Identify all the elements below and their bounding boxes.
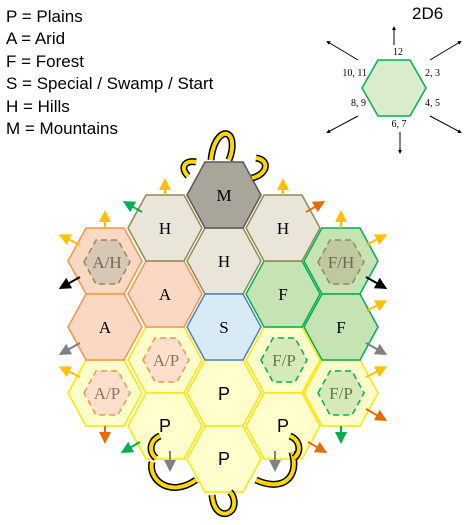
ghost-hex-forest-hills <box>317 239 365 285</box>
hex-hills-top-left <box>127 194 203 262</box>
arrow-green <box>120 441 141 453</box>
hex-labels: M H H H A F S A F A/H F/H A/P F/P A/P F/… <box>92 186 354 469</box>
arrow-gray <box>365 342 388 355</box>
legend-arid: A = Arid <box>6 29 66 49</box>
label-plains-bottom: P <box>218 449 230 469</box>
label-mountain: M <box>216 186 231 205</box>
roll-southwest: 8, 9 <box>351 98 366 109</box>
label-plains-center: P <box>218 384 230 404</box>
label-ghost-forest-plains-inner: F/P <box>272 351 296 370</box>
label-ghost-forest-plains-outer: F/P <box>329 384 353 403</box>
legend-hills: H = Hills <box>6 96 70 116</box>
arrow-black <box>58 276 81 289</box>
label-forest-right: F <box>336 318 345 337</box>
label-hills-top-right: H <box>277 219 289 238</box>
ghost-hex-forest-plains-inner <box>260 337 308 383</box>
roll-northeast: 2, 3 <box>425 68 440 79</box>
label-arid-upper: A <box>159 285 172 304</box>
ghost-hexes <box>83 239 365 416</box>
arrow-gray <box>58 342 81 355</box>
arrow-yellow <box>58 366 81 378</box>
label-arid-left: A <box>99 318 112 337</box>
roll-northwest: 10, 11 <box>342 68 367 79</box>
label-plains-left: P <box>159 416 171 436</box>
label-hills-center: H <box>218 252 230 271</box>
label-ghost-forest-hills: F/H <box>328 253 354 272</box>
hex-arid-left <box>67 293 143 361</box>
dice-direction-key: 12 2, 3 4, 5 6, 7 8, 9 10, 11 <box>326 26 462 154</box>
label-hills-top-left: H <box>159 219 171 238</box>
arrow-orange <box>305 201 326 213</box>
ghost-hex-arid-hills <box>83 239 131 285</box>
hex-plains-bottom <box>186 425 262 493</box>
hex-forest-right <box>303 293 379 361</box>
arrow-yellow <box>365 234 388 246</box>
ghost-hex-arid-plains-inner <box>142 337 190 383</box>
label-ghost-arid-plains-inner: A/P <box>153 351 179 370</box>
exit-arrows <box>58 178 388 472</box>
dice-title: 2D6 <box>412 4 444 23</box>
dice-reference-hex <box>361 59 427 117</box>
arrow-green <box>122 201 143 213</box>
label-forest-upper: F <box>278 285 287 304</box>
legend-forest: F = Forest <box>6 51 84 71</box>
arrow-yellow <box>365 366 388 378</box>
roll-north: 12 <box>393 47 403 58</box>
ghost-hex-forest-plains-outer <box>317 370 365 416</box>
arrow-orange <box>307 441 328 453</box>
label-ghost-arid-hills: A/H <box>92 253 121 272</box>
ghost-hex-arid-plains-outer <box>83 370 131 416</box>
hills-hexes <box>127 194 321 295</box>
roll-south: 6, 7 <box>392 119 407 130</box>
terrain-legend: P = Plains A = Arid F = Forest S = Speci… <box>6 6 213 140</box>
loop-back-arrows <box>147 130 303 518</box>
legend-plains: P = Plains <box>6 7 83 26</box>
arid-hexes <box>67 227 203 361</box>
legend-special: S = Special / Swamp / Start <box>6 74 214 94</box>
arrow-yellow <box>58 234 81 246</box>
arrow-yellow <box>365 300 388 312</box>
hex-special <box>186 293 262 361</box>
hex-mountain <box>186 161 262 229</box>
label-special: S <box>219 318 228 337</box>
label-plains-right: P <box>277 416 289 436</box>
roll-southeast: 4, 5 <box>425 98 440 109</box>
arrow-black <box>365 276 388 289</box>
legend-mountains: M = Mountains <box>6 119 118 139</box>
hex-plains-right <box>245 392 321 460</box>
hex-hills-top-right <box>245 194 321 262</box>
hex-plains-left <box>127 392 203 460</box>
arrow-orange <box>365 408 388 421</box>
label-ghost-arid-plains-outer: A/P <box>94 384 120 403</box>
